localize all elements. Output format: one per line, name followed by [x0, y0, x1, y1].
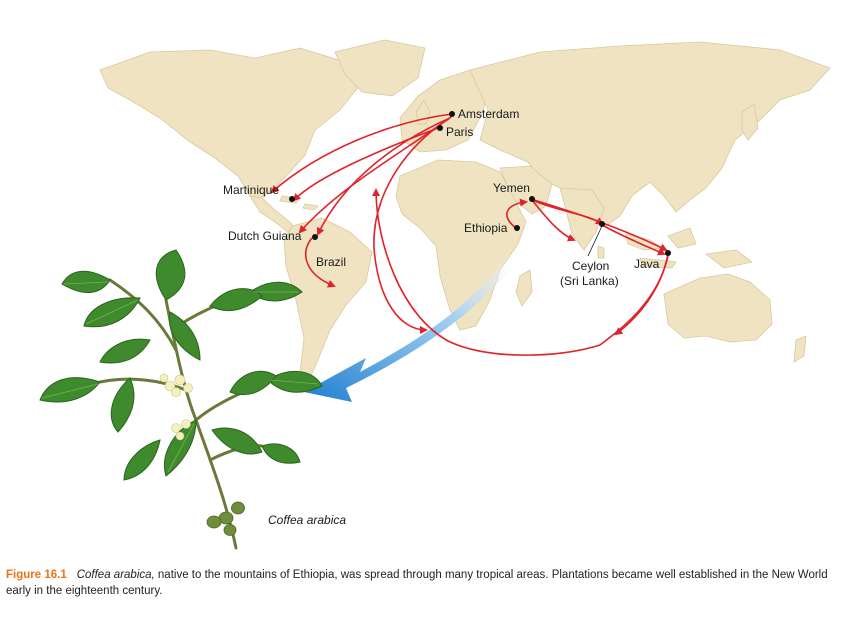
- new-zealand: [793, 335, 807, 363]
- coffee-plant: [39, 249, 323, 550]
- figure-number: Figure 16.1: [6, 569, 67, 581]
- dot-java: [665, 250, 671, 256]
- sri-lanka: [597, 245, 605, 259]
- label-yemen: Yemen: [493, 181, 530, 195]
- route-yemen-india: [531, 199, 576, 242]
- caption-species: Coffea arabica,: [76, 569, 155, 581]
- origin-arrow: [304, 250, 516, 402]
- label-dutch-guiana: Dutch Guiana: [228, 229, 302, 243]
- label-martinique: Martinique: [223, 183, 279, 197]
- australia: [663, 273, 773, 343]
- coffee-spread-map: Amsterdam Paris Martinique Dutch Guiana …: [39, 39, 831, 550]
- figure-caption: Figure 16.1 Coffea arabica, native to the…: [6, 567, 836, 599]
- north-america: [99, 47, 361, 199]
- dot-ethiopia: [514, 225, 520, 231]
- route-ceylon-java: [603, 225, 666, 256]
- route-amsterdam-martinique: [270, 113, 453, 194]
- route-amsterdam-dutch-guiana: [317, 117, 451, 236]
- label-ethiopia: Ethiopia: [464, 221, 508, 235]
- route-java-amsterdam-return: [372, 188, 669, 356]
- greenland: [334, 39, 426, 97]
- label-brazil: Brazil: [316, 255, 346, 269]
- label-amsterdam: Amsterdam: [458, 107, 519, 121]
- city-dots: [289, 111, 671, 256]
- madagascar: [515, 269, 533, 307]
- land-masses: [99, 39, 831, 383]
- route-amsterdam-java-long: [373, 117, 451, 334]
- label-paris: Paris: [446, 125, 473, 139]
- new-guinea: [705, 249, 753, 269]
- dot-martinique: [289, 196, 295, 202]
- route-paris-martinique: [292, 127, 439, 202]
- route-guiana-brazil: [304, 237, 336, 288]
- plant-label: Coffea arabica: [268, 513, 346, 527]
- dot-dutch-guiana: [312, 234, 318, 240]
- ceylon-leader: [587, 225, 603, 257]
- route-ethiopia-yemen: [506, 198, 528, 229]
- dot-paris: [437, 125, 443, 131]
- label-java: Java: [634, 257, 660, 271]
- dot-ceylon: [599, 221, 605, 227]
- india: [559, 187, 605, 251]
- dot-amsterdam: [449, 111, 455, 117]
- japan: [741, 103, 759, 141]
- caption-text: native to the mountains of Ethiopia, was…: [6, 569, 828, 597]
- label-sri-lanka: (Sri Lanka): [560, 274, 619, 288]
- dot-yemen: [529, 196, 535, 202]
- route-java-south: [614, 255, 669, 336]
- asia: [469, 41, 831, 227]
- label-ceylon: Ceylon: [572, 259, 609, 273]
- caribbean: [279, 195, 319, 211]
